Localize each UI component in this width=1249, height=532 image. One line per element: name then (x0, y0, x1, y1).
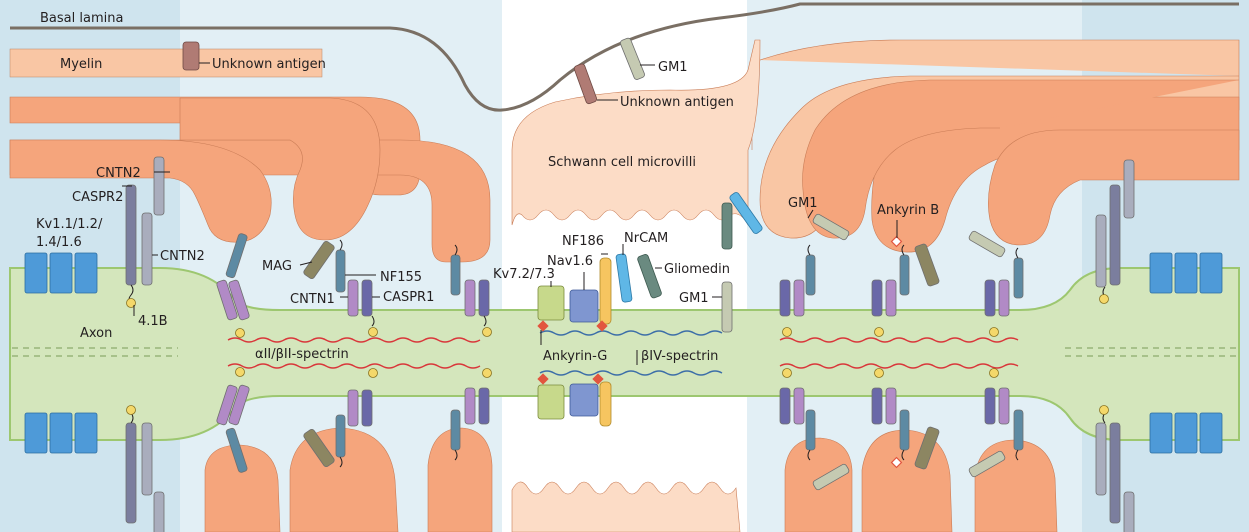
label-nf186: NF186 (562, 234, 604, 249)
label-unknown-antigen-myelin: Unknown antigen (212, 57, 326, 72)
label-gm1-node: GM1 (679, 291, 709, 306)
myelin-sheaths-bottom (204, 427, 1058, 532)
schwann-microvilli-top (511, 39, 761, 226)
label-axon: Axon (80, 326, 112, 341)
label-cntn2-top: CNTN2 (96, 166, 141, 181)
label-mag: MAG (262, 259, 292, 274)
spectrin-biv-wave-1 (539, 330, 723, 336)
axon-center-dashes (12, 347, 1239, 357)
label-spectrin-aii: αII/βII-spectrin (255, 347, 349, 362)
label-caspr2: CASPR2 (72, 190, 123, 205)
label-gm1-microvilli: GM1 (658, 60, 688, 75)
label-schwann-microvilli: Schwann cell microvilli (548, 155, 696, 170)
label-cntn1: CNTN1 (290, 292, 335, 307)
label-nf155: NF155 (380, 270, 422, 285)
labels: Basal lamina Myelin Unknown antigen GM1 … (36, 11, 939, 364)
spectrin-aii-wave-3 (779, 337, 1019, 343)
label-gliomedin: Gliomedin (664, 262, 730, 277)
spectrin-aii-wave-2 (227, 363, 481, 369)
label-unknown-antigen-microvilli: Unknown antigen (620, 95, 734, 110)
spectrin-aii-wave-4 (779, 363, 1019, 369)
schwann-microvilli-bottom (511, 481, 741, 532)
myelin-sheaths-top (9, 39, 1240, 263)
label-ankyrin-g: Ankyrin-G (543, 349, 607, 364)
label-cntn2-right: CNTN2 (160, 249, 205, 264)
label-spectrin-biv: βIV-spectrin (641, 349, 718, 364)
label-myelin: Myelin (60, 57, 102, 72)
unknown-antigen-myelin (182, 41, 200, 71)
label-caspr1: CASPR1 (383, 290, 434, 305)
label-nrcam: NrCAM (624, 231, 668, 246)
caspr2-cntn2-left (125, 156, 165, 532)
label-gm1-paranode: GM1 (788, 196, 818, 211)
label-kv1-line1: Kv1.1/1.2/ (36, 217, 103, 232)
label-nav16: Nav1.6 (547, 254, 593, 269)
label-kv7: Kv7.2/7.3 (493, 267, 555, 282)
unknown-antigen-microvilli (573, 63, 598, 105)
label-basal-lamina: Basal lamina (40, 11, 123, 26)
label-kv1-line2: 1.4/1.6 (36, 235, 82, 250)
spectrin-aii-wave-1 (227, 337, 481, 343)
gm1-microvilli (620, 37, 645, 80)
label-ankyrin-b: Ankyrin B (877, 203, 939, 218)
node-proteins (537, 192, 763, 427)
label-4-1b: 4.1B (138, 314, 168, 329)
caspr2-cntn2-right (1095, 159, 1135, 532)
kv1-channels (24, 252, 1223, 454)
basal-lamina (10, 2, 1239, 112)
paranode-proteins-left (216, 233, 492, 473)
leader-lines (122, 62, 898, 365)
paranode-proteins-right (779, 213, 1024, 491)
spectrin-biv-wave-2 (539, 370, 723, 376)
